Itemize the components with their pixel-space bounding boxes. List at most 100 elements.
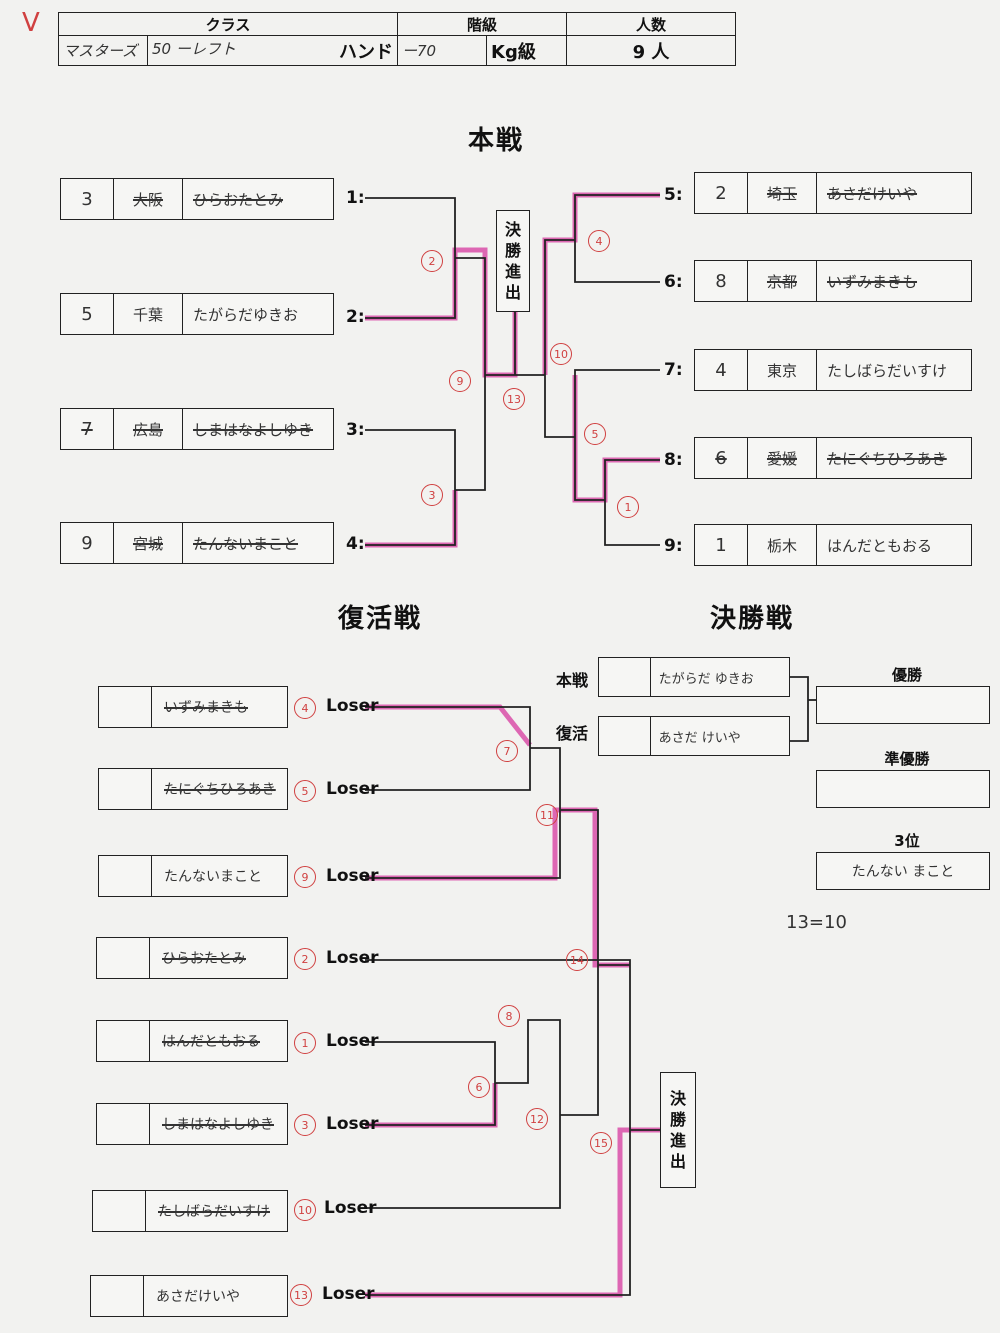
- count-value: 9 人: [566, 35, 736, 66]
- source-match: 1: [294, 1032, 316, 1054]
- source-match: 10: [294, 1199, 316, 1221]
- entry-name: ひらおたとみ: [193, 190, 284, 209]
- rep-entry: あさだけいや: [90, 1275, 288, 1317]
- entry-left-2: 5 千葉 たがらだゆきお: [60, 293, 334, 335]
- match-number: 2: [421, 250, 443, 272]
- match-number: 12: [526, 1108, 548, 1130]
- third-box: たんない まこと: [816, 852, 990, 890]
- loser-label: Loser: [326, 779, 379, 799]
- entry-right-8: 6 愛媛 たにぐちひろあき: [694, 437, 972, 479]
- entry-no: 1: [695, 525, 748, 565]
- final-title: 決勝戦: [710, 604, 795, 634]
- entry-right-7: 4 東京 たしばらだいすけ: [694, 349, 972, 391]
- source-match: 2: [294, 948, 316, 970]
- source-match: 9: [294, 866, 316, 888]
- slot-label: 8:: [664, 450, 683, 470]
- entry-pref: 埼玉: [748, 173, 817, 213]
- entry-name: あさだけいや: [827, 184, 918, 203]
- slot-label: 3:: [346, 420, 365, 440]
- match-number: 10: [550, 343, 572, 365]
- slot-label: 4:: [346, 534, 365, 554]
- entry-name: はんだともおる: [827, 536, 933, 555]
- match-number: 15: [590, 1132, 612, 1154]
- header-table: クラス 階級 人数 マスターズ 50 ーレフトハンド ー70 Kg級 9 人: [58, 12, 736, 66]
- entry-no: 5: [61, 294, 114, 334]
- entry-no: 8: [695, 261, 748, 301]
- entry-pref: 栃木: [748, 525, 817, 565]
- match-number: 9: [449, 370, 471, 392]
- source-match: 4: [294, 697, 316, 719]
- class-label: クラス: [58, 12, 398, 36]
- entry-right-9: 1 栃木 はんだともおる: [694, 524, 972, 566]
- rep-entry: しまはなよしゆき: [96, 1103, 288, 1145]
- entry-name: たしばらだいすけ: [827, 361, 948, 380]
- entry-pref: 大阪: [114, 179, 183, 219]
- source-match: 5: [294, 780, 316, 802]
- source-match: 3: [294, 1114, 316, 1136]
- third-label: 3位: [894, 832, 920, 850]
- entry-left-4: 9 宮城 たんないまこと: [60, 522, 334, 564]
- main-title: 本戦: [468, 126, 525, 156]
- rep-entry: はんだともおる: [96, 1020, 288, 1062]
- match-number: 5: [584, 423, 606, 445]
- entry-pref: 愛媛: [748, 438, 817, 478]
- rep-entry: たにぐちひろあき: [98, 768, 288, 810]
- entry-no: 9: [61, 523, 114, 563]
- grade-value-hw: ー70: [397, 35, 487, 66]
- runner-up-box: [816, 770, 990, 808]
- final-main-entry: たがらだ ゆきお: [598, 657, 790, 697]
- final-rep-label: 復活: [556, 724, 589, 743]
- entry-name: たんないまこと: [193, 534, 299, 553]
- slot-label: 1:: [346, 188, 365, 208]
- match-number: 6: [468, 1076, 490, 1098]
- match-number: 7: [496, 740, 518, 762]
- entry-pref: 東京: [748, 350, 817, 390]
- handwritten-note: 13=10: [786, 912, 847, 933]
- final-main-label: 本戦: [556, 671, 589, 690]
- rep-entry: いずみまきも: [98, 686, 288, 728]
- entry-left-1: 3 大阪 ひらおたとみ: [60, 178, 334, 220]
- slot-label: 7:: [664, 360, 683, 380]
- slot-label: 9:: [664, 536, 683, 556]
- count-label: 人数: [566, 12, 736, 36]
- entry-name: しまはなよしゆき: [193, 420, 314, 439]
- check-mark: V: [22, 8, 40, 38]
- grade-value: Kg級: [486, 35, 567, 66]
- match-number: 8: [498, 1005, 520, 1027]
- winner-label: 優勝: [891, 666, 922, 684]
- loser-label: Loser: [326, 948, 379, 968]
- entry-name: いずみまきも: [827, 272, 918, 291]
- final-rep-entry: あさだ けいや: [598, 716, 790, 756]
- slot-label: 6:: [664, 272, 683, 292]
- rep-entry: たんないまこと: [98, 855, 288, 897]
- loser-label: Loser: [326, 696, 379, 716]
- class-value: 50 ーレフトハンド: [147, 35, 398, 66]
- class-value-hw: マスターズ: [58, 35, 148, 66]
- final-advance-box-main: 決勝進出: [496, 210, 530, 312]
- entry-no: 4: [695, 350, 748, 390]
- entry-no: 6: [695, 438, 748, 478]
- final-advance-box-rep: 決勝進出: [660, 1072, 696, 1188]
- entry-no: 2: [695, 173, 748, 213]
- source-match: 13: [290, 1284, 312, 1306]
- match-number: 14: [566, 949, 588, 971]
- winner-box: [816, 686, 990, 724]
- runner-up-label: 準優勝: [884, 750, 930, 768]
- loser-label: Loser: [326, 1031, 379, 1051]
- loser-label: Loser: [326, 1114, 379, 1134]
- match-number: 13: [503, 388, 525, 410]
- slot-label: 5:: [664, 185, 683, 205]
- loser-label: Loser: [324, 1198, 377, 1218]
- match-number: 3: [421, 484, 443, 506]
- repechage-title: 復活戦: [338, 604, 423, 634]
- entry-no: 7: [61, 409, 114, 449]
- loser-label: Loser: [326, 866, 379, 886]
- slot-label: 2:: [346, 307, 365, 327]
- match-number: 1: [617, 496, 639, 518]
- match-number: 4: [588, 230, 610, 252]
- entry-name: たがらだゆきお: [193, 305, 299, 324]
- entry-left-3: 7 広島 しまはなよしゆき: [60, 408, 334, 450]
- entry-right-5: 2 埼玉 あさだけいや: [694, 172, 972, 214]
- entry-pref: 京都: [748, 261, 817, 301]
